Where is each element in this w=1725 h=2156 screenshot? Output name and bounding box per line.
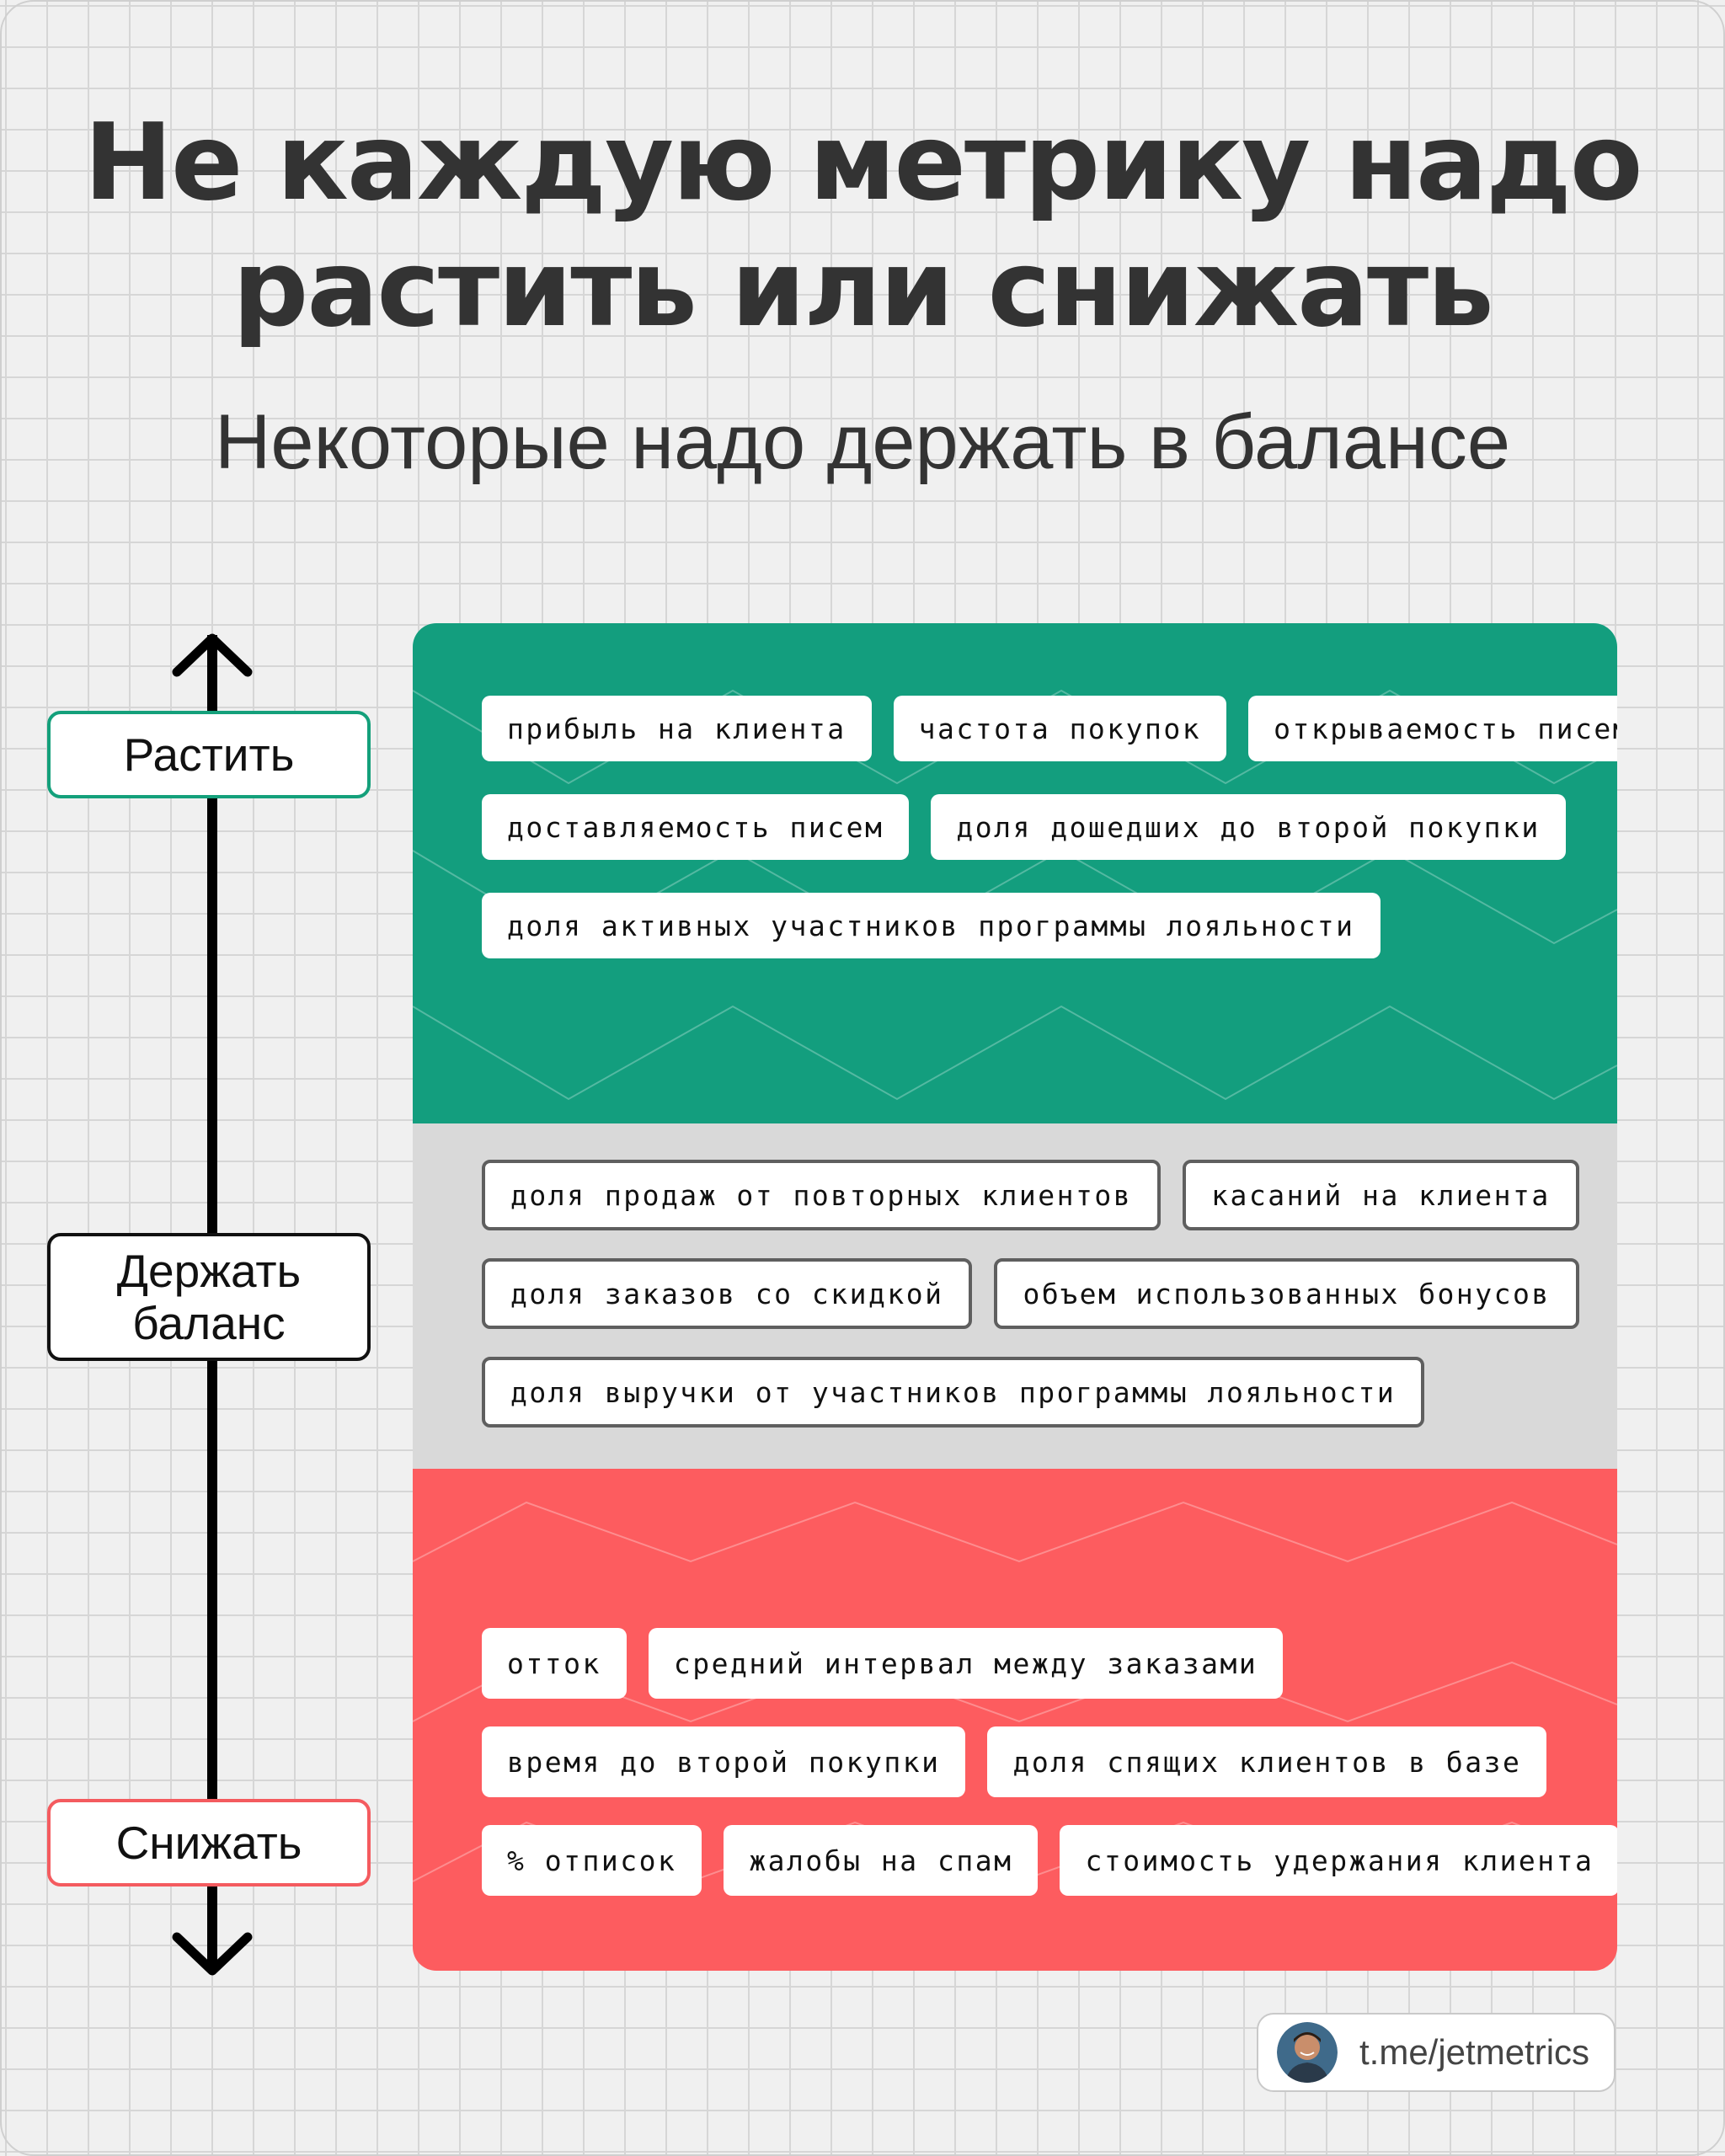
axis-label-balance: Держать баланс — [47, 1233, 371, 1361]
chip-row: время до второй покупки доля спящих клие… — [482, 1726, 1583, 1797]
metric-chip: доля спящих клиентов в базе — [987, 1726, 1547, 1797]
metric-chip: прибыль на клиента — [482, 696, 872, 761]
metric-chip: касаний на клиента — [1183, 1160, 1579, 1230]
page-title-line-1: Не каждую метрику надо — [83, 100, 1643, 224]
telegram-link-text[interactable]: t.me/jetmetrics — [1359, 2032, 1590, 2072]
metric-chip: доля заказов со скидкой — [482, 1258, 973, 1329]
chip-row: отток средний интервал между заказами — [482, 1628, 1583, 1699]
metric-chip: отток — [482, 1628, 627, 1699]
metric-chip: средний интервал между заказами — [648, 1628, 1284, 1699]
metric-chip: доля выручки от участников программы лоя… — [482, 1357, 1425, 1428]
metric-chip: % отписок — [482, 1825, 702, 1896]
metric-chip: стоимость удержания клиента — [1060, 1825, 1617, 1896]
chip-row: доставляемость писем доля дошедших до вт… — [482, 794, 1583, 860]
chip-row: % отписок жалобы на спам стоимость удерж… — [482, 1825, 1617, 1896]
chip-row: прибыль на клиента частота покупок откры… — [482, 696, 1617, 761]
page-subtitle: Некоторые надо держать в балансе — [214, 399, 1511, 485]
chip-row: доля продаж от повторных клиентов касани… — [482, 1160, 1583, 1230]
metric-chip: объем использованных бонусов — [994, 1258, 1579, 1329]
axis-label-grow: Растить — [47, 711, 371, 798]
author-avatar-icon — [1277, 2022, 1338, 2083]
metric-chip: доля дошедших до второй покупки — [931, 794, 1566, 860]
arrow-down-icon — [172, 1932, 253, 1976]
chips-reduce: отток средний интервал между заказами вр… — [482, 1628, 1617, 1896]
panel-balance: доля продаж от повторных клиентов касани… — [413, 1123, 1617, 1469]
chips-balance: доля продаж от повторных клиентов касани… — [482, 1160, 1583, 1428]
metric-chip: доля активных участников программы лояль… — [482, 893, 1381, 958]
axis-label-reduce: Снижать — [47, 1799, 371, 1886]
chips-grow: прибыль на клиента частота покупок откры… — [482, 696, 1617, 958]
page-title-line-2: растить или снижать — [232, 227, 1494, 350]
panel-grow: прибыль на клиента частота покупок откры… — [413, 623, 1617, 1123]
telegram-link-badge[interactable]: t.me/jetmetrics — [1257, 2013, 1616, 2092]
metric-chip: доставляемость писем — [482, 794, 910, 860]
metric-chip: открываемость писем — [1248, 696, 1617, 761]
metric-chip: жалобы на спам — [724, 1825, 1039, 1896]
arrow-up-icon — [172, 633, 253, 677]
panel-reduce: отток средний интервал между заказами вр… — [413, 1469, 1617, 1971]
chip-row: доля выручки от участников программы лоя… — [482, 1357, 1583, 1428]
metric-chip: частота покупок — [893, 696, 1227, 761]
chip-row: доля заказов со скидкой объем использова… — [482, 1258, 1583, 1329]
metric-chip: доля продаж от повторных клиентов — [482, 1160, 1162, 1230]
chip-row: доля активных участников программы лояль… — [482, 893, 1583, 958]
metric-chip: время до второй покупки — [482, 1726, 966, 1797]
